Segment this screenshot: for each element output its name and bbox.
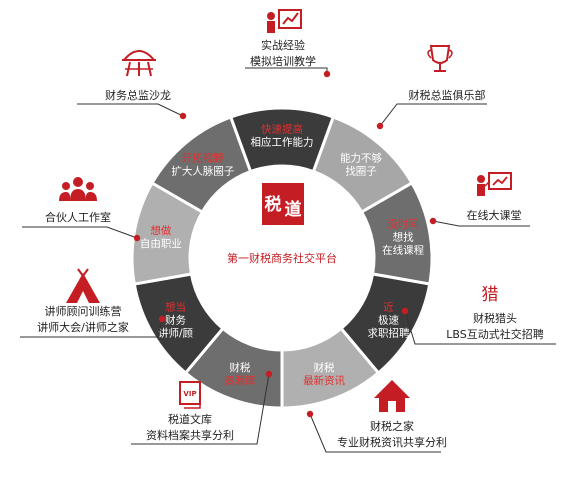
leader-line: [77, 103, 184, 117]
segment-label: 开拓视野: [182, 151, 224, 164]
feature-cfo-salon: 财务总监沙龙: [77, 50, 187, 120]
logo-box: [262, 183, 304, 225]
segment-label: 资源库: [224, 374, 256, 387]
segment-label: 能力不够: [340, 151, 382, 164]
segment-label: 极速: [378, 314, 399, 327]
segment-label: 在线课程: [382, 244, 424, 257]
segment-label: 财税: [229, 361, 250, 374]
segment-label: 快速提高: [261, 123, 303, 136]
leader-dot: [133, 234, 141, 242]
leader-dot: [376, 122, 384, 130]
feature-online-classroom: 在线大课堂: [429, 172, 530, 227]
segment-label: 近: [383, 301, 394, 314]
segment-label: 最新资讯: [303, 374, 345, 387]
leader-dot: [323, 70, 331, 78]
leader-line: [379, 103, 487, 127]
leader-line: [131, 373, 270, 445]
trophy-icon: [427, 45, 453, 72]
feature-label: 模拟培训教学: [250, 54, 316, 68]
segment-label: 财税: [314, 361, 335, 374]
feature-partner-studio: 合伙人工作室: [22, 177, 141, 242]
feature-label: 合伙人工作室: [45, 210, 111, 224]
feature-label: LBS互动式社交招聘: [446, 327, 543, 341]
segment-label: 想当: [165, 301, 186, 314]
segment-label: 扩大人脉圈子: [171, 164, 234, 177]
segment-label: 找圈子: [345, 164, 377, 177]
center-disc: [194, 170, 370, 346]
center-caption: 第一财税商务社交平台: [227, 251, 337, 265]
feature-label: 财税总监俱乐部: [409, 88, 486, 102]
feature-cfo-club: 财税总监俱乐部: [376, 45, 487, 130]
leader-dot: [265, 370, 273, 378]
presenter-chart-icon: [267, 9, 302, 33]
leader-line: [245, 67, 328, 74]
feature-label: 讲师大会/讲师之家: [37, 320, 129, 334]
hunter-icon: 猎: [482, 285, 499, 305]
leader-dot: [429, 217, 437, 225]
feature-label: 财税之家: [370, 419, 414, 433]
hunter-glyph: 猎: [482, 285, 499, 305]
leader-dot: [306, 410, 314, 418]
center-hub: 税道第一财税商务社交平台: [194, 170, 370, 346]
segment-label: 没时间: [387, 218, 419, 231]
house-icon: [374, 380, 410, 412]
segment-label: 讲师/顾: [158, 327, 194, 340]
feature-label: 资料档案共享分利: [146, 428, 234, 442]
logo-char: 道: [285, 199, 302, 220]
segment-shape: [150, 115, 253, 215]
segment-label: 求职招聘: [368, 327, 410, 340]
feature-label: 财税猎头: [473, 311, 517, 325]
feature-label: 讲师顾问训练营: [45, 304, 122, 318]
leader-line: [432, 220, 530, 227]
teacher-board-icon: [477, 172, 512, 196]
logo-char: 税: [265, 194, 282, 215]
segment-label: 相应工作能力: [251, 136, 314, 149]
segment-label: 想找: [393, 231, 414, 244]
center-logo: 税道: [262, 183, 304, 225]
feature-label: 专业财税资讯共享分利: [337, 435, 447, 449]
feature-label: 财务总监沙龙: [105, 88, 171, 102]
leader-dot: [158, 315, 166, 323]
segment-label: 自由职业: [140, 237, 182, 250]
segment-ring: 快速提高相应工作能力能力不够找圈子没时间想找在线课程近极速求职招聘财税最新资讯财…: [130, 106, 434, 410]
leader-dot: [401, 307, 409, 315]
people-group-icon: [59, 177, 97, 201]
vip-book-icon: VIP: [179, 381, 201, 409]
feature-label: 实战经验: [261, 38, 305, 52]
leader-line: [20, 318, 163, 338]
leader-line: [309, 413, 441, 453]
tent-icon: [66, 268, 100, 303]
salon-pavilion-icon: [121, 50, 157, 77]
vip-glyph: VIP: [183, 390, 196, 398]
segment-label: 想做: [150, 224, 171, 237]
feature-label: 税道文库: [168, 412, 212, 426]
leader-line: [404, 310, 556, 345]
leader-line: [22, 226, 138, 239]
segment-label: 财务: [165, 314, 186, 327]
feature-label: 在线大课堂: [467, 208, 522, 222]
leader-dot: [179, 112, 187, 120]
